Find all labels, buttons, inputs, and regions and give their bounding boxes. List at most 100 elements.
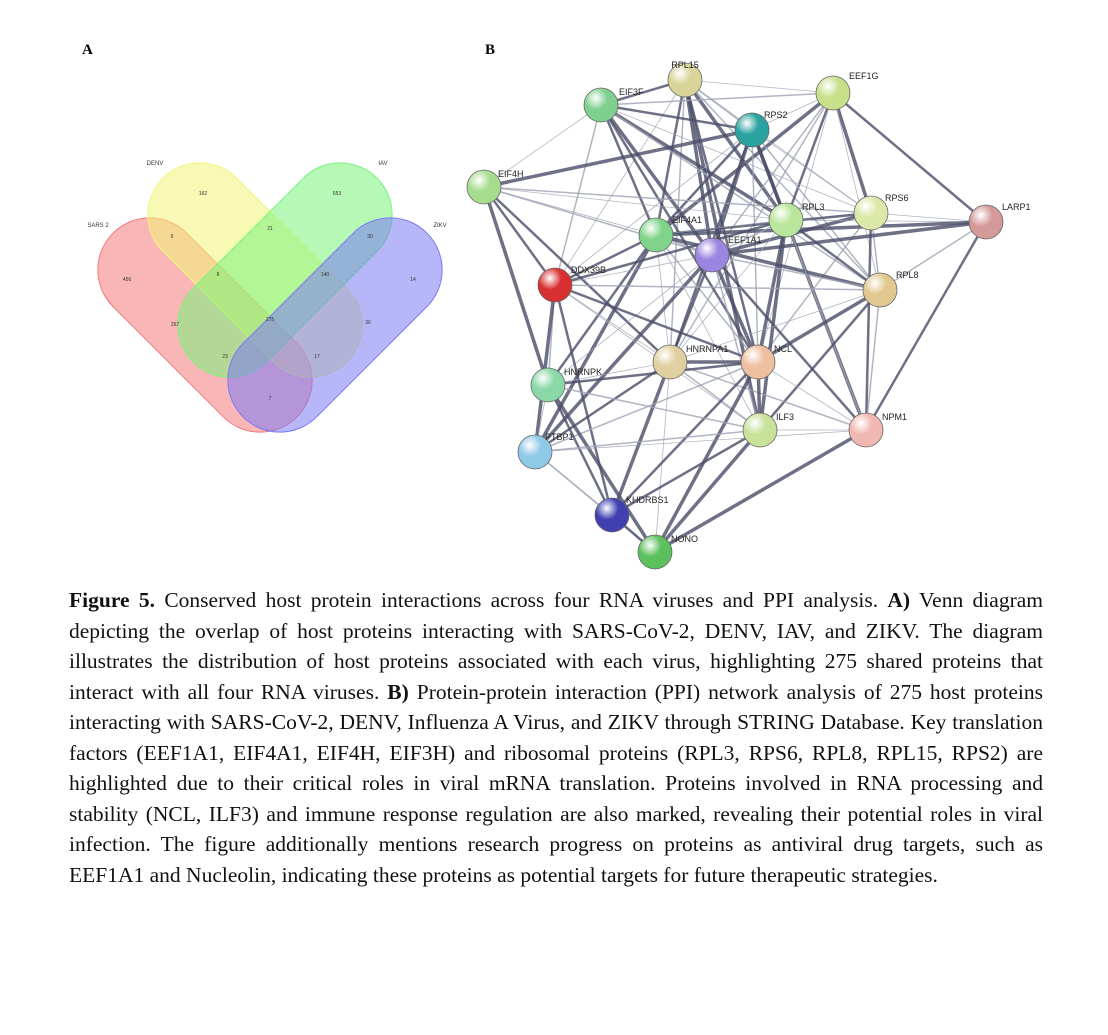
node-label: ILF3 — [776, 412, 794, 422]
edge-EIF4A1-NCL — [655, 234, 759, 363]
venn-region-count: 30 — [367, 234, 373, 240]
caption-a-label: A) — [887, 588, 911, 612]
edge-EIF3F-EIF4H — [483, 104, 602, 188]
edge-EIF4H-HNRNPK — [482, 186, 550, 386]
node-eif4a1[interactable]: EIF4A1 — [638, 215, 702, 253]
node-ncl[interactable]: NCL — [740, 344, 792, 380]
venn-region-count: 267 — [171, 322, 180, 328]
edge-EEF1G-EIF4A1 — [654, 91, 835, 237]
protein-node-icon — [862, 272, 898, 308]
node-rps2[interactable]: RPS2 — [734, 110, 788, 148]
venn-set-label: ZIKV — [433, 223, 446, 229]
edge-EEF1G-RPL8 — [832, 92, 881, 291]
node-khdrbs1[interactable]: KHDRBS1 — [594, 495, 669, 533]
venn-region-count: 14 — [410, 277, 416, 283]
edge-EIF4A1-ILF3 — [655, 234, 761, 431]
edge-RPS6-EIF4A1 — [655, 211, 872, 237]
node-label: RPL3 — [802, 202, 825, 212]
protein-node-icon — [583, 87, 619, 123]
node-label: EIF4A1 — [672, 215, 702, 225]
edge-RPS6-LARP1 — [870, 212, 987, 223]
node-label: RPL8 — [896, 270, 919, 280]
node-ilf3[interactable]: ILF3 — [742, 412, 794, 448]
edge-EEF1G-RPL3 — [784, 92, 835, 221]
edge-HNRNPK-KHDRBS1 — [546, 384, 614, 516]
node-eef1a1[interactable]: EEF1A1 — [694, 235, 762, 273]
edge-RPL8-HNRNPA1 — [669, 289, 881, 363]
panel-label-b: B — [485, 42, 496, 58]
edge-EIF4H-RPS2 — [483, 128, 753, 189]
node-label: PTBP1 — [545, 432, 574, 442]
node-label: NCL — [774, 344, 792, 354]
edge-RPL15-EIF4A1 — [654, 79, 687, 236]
edge-NCL-KHDRBS1 — [611, 361, 759, 516]
edge-RPS2-EIF4A1 — [655, 129, 753, 236]
node-eef1g[interactable]: EEF1G — [815, 71, 879, 111]
edge-RPL3-DDX39B — [554, 218, 787, 287]
node-label: HNRNPA1 — [686, 344, 728, 354]
protein-node-icon — [638, 217, 674, 253]
venn-region-count: 17 — [314, 354, 320, 360]
edge-EEF1G-HNRNPA1 — [669, 92, 834, 363]
protein-node-icon — [537, 267, 573, 303]
node-eif4h[interactable]: EIF4H — [466, 169, 524, 205]
edge-ILF3-PTBP1 — [534, 429, 761, 453]
node-label: RPS2 — [764, 110, 788, 120]
edge-NCL-NONO — [653, 361, 760, 553]
caption-intro: Conserved host protein interactions acro… — [154, 588, 888, 612]
edge-EEF1A1-HNRNPA1 — [668, 254, 714, 363]
venn-region-count: 23 — [222, 354, 228, 360]
edge-EIF4H-RPS6 — [483, 186, 872, 214]
node-label: NPM1 — [882, 412, 907, 422]
node-larp1[interactable]: LARP1 — [968, 202, 1031, 240]
node-rpl8[interactable]: RPL8 — [862, 270, 919, 308]
edge-EEF1G-EIF3F — [600, 92, 834, 106]
protein-node-icon — [853, 195, 889, 231]
venn-region-count: 275 — [266, 317, 275, 323]
node-ptbp1[interactable]: PTBP1 — [517, 432, 574, 470]
protein-node-icon — [968, 204, 1004, 240]
edge-EEF1A1-NCL — [710, 254, 760, 363]
node-rpl15[interactable]: RPL15 — [667, 60, 703, 98]
node-label: EEF1G — [849, 71, 879, 81]
venn-set-label: DENV — [147, 161, 164, 167]
edge-EIF4A1-HNRNPK — [546, 234, 658, 386]
venn-set-label: SARS 2 — [87, 223, 109, 229]
venn-region-count: 21 — [267, 226, 273, 232]
node-hnrnpa1[interactable]: HNRNPA1 — [652, 344, 728, 380]
ppi-network: RPL15EEF1GEIF3FRPS2EIF4HRPS6LARP1EIF4A1R… — [466, 60, 1031, 570]
edge-EEF1A1-ILF3 — [711, 254, 761, 431]
protein-node-icon — [517, 434, 553, 470]
edge-HNRNPK-ILF3 — [547, 384, 761, 431]
edge-NCL-HNRNPK — [547, 360, 759, 387]
node-npm1[interactable]: NPM1 — [848, 412, 907, 448]
edge-EIF4H-DDX39B — [482, 186, 557, 286]
node-hnrnpk[interactable]: HNRNPK — [530, 367, 602, 403]
edge-EIF4H-EEF1A1 — [483, 186, 713, 256]
edge-RPS6-NCL — [757, 212, 872, 363]
edge-EEF1G-RPS6 — [831, 92, 873, 214]
node-label: HNRNPK — [564, 367, 602, 377]
edge-EIF3F-RPS6 — [600, 104, 872, 214]
edge-NPM1-PTBP1 — [534, 429, 867, 453]
edge-NCL-NPM1 — [757, 361, 867, 431]
node-rpl3[interactable]: RPL3 — [768, 202, 825, 238]
node-nono[interactable]: NONO — [637, 534, 698, 570]
node-ddx39b[interactable]: DDX39B — [537, 265, 606, 303]
protein-node-icon — [848, 412, 884, 448]
venn-region-count: 7 — [269, 396, 272, 402]
edge-ILF3-NONO — [653, 428, 762, 554]
edge-EIF4H-RPL3 — [483, 186, 787, 221]
protein-node-icon — [466, 169, 502, 205]
edge-EEF1A1-RPL8 — [711, 254, 881, 291]
caption-b-text: Protein-protein interaction (PPI) networ… — [69, 679, 1043, 887]
edge-HNRNPA1-HNRNPK — [547, 361, 671, 386]
edge-HNRNPA1-PTBP1 — [534, 360, 671, 454]
protein-node-icon — [768, 202, 804, 238]
node-label: EIF3F — [619, 87, 644, 97]
edge-RPL3-NPM1 — [785, 219, 867, 431]
node-eif3f[interactable]: EIF3F — [583, 87, 644, 123]
node-rps6[interactable]: RPS6 — [853, 193, 909, 231]
edge-NCL-PTBP1 — [534, 361, 759, 453]
